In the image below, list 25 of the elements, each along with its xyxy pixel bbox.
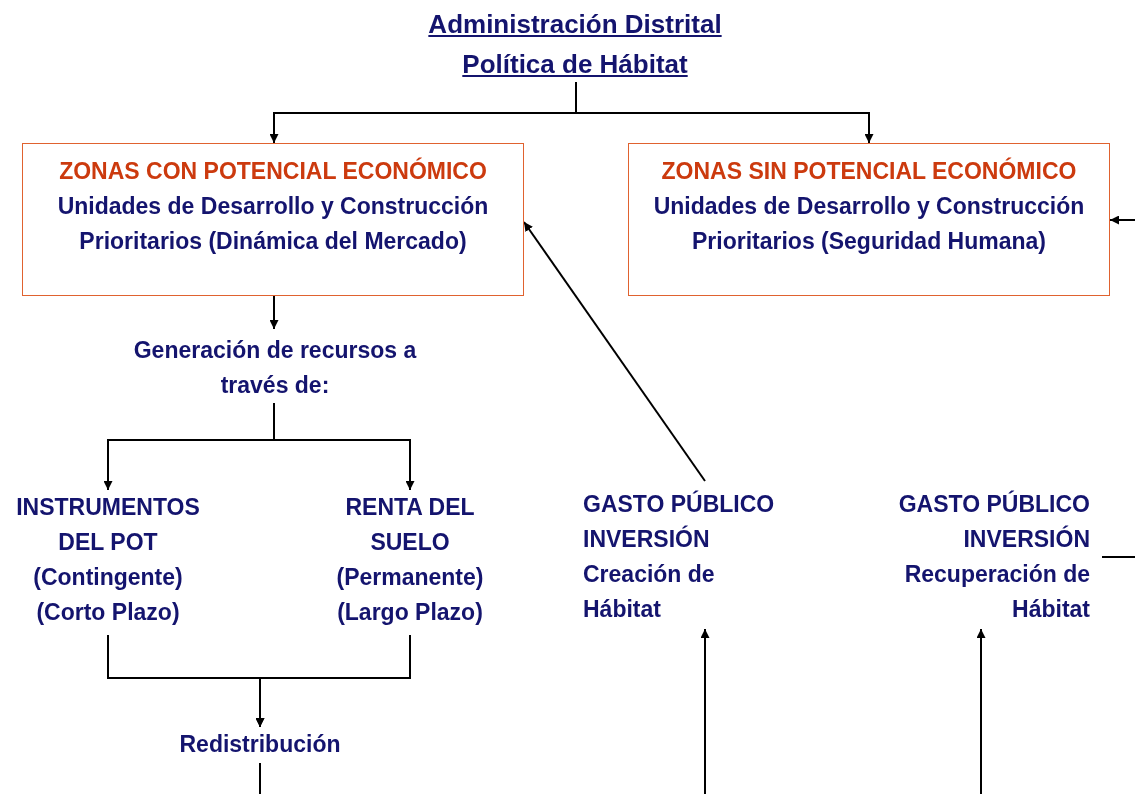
box-text: Unidades de Desarrollo y Construcción Prioritarios (Dinámica del Mercado)	[56, 192, 490, 256]
box-heading: ZONAS SIN POTENCIAL ECONÓMICO	[661, 156, 1077, 186]
process-box	[22, 143, 524, 296]
process-text: RENTA DEL SUELO	[344, 493, 476, 557]
process-text: (Contingente) (Corto Plazo)	[32, 563, 184, 627]
arrow	[269, 295, 279, 330]
arrow	[976, 628, 986, 794]
process-text: GASTO PÚBLICO INVERSIÓN	[583, 489, 776, 554]
arrow	[523, 221, 706, 482]
box-text: Unidades de Desarrollo y Construcción Prioritarios (Seguridad Humana)	[652, 192, 1086, 256]
box-heading: ZONAS CON POTENCIAL ECONÓMICO	[59, 156, 487, 186]
process-text: GASTO PÚBLICO INVERSIÓN	[897, 489, 1090, 554]
process-box	[628, 143, 1110, 296]
process-text: INSTRUMENTOS DEL POT	[15, 493, 201, 557]
arrow	[273, 402, 415, 491]
arrow	[700, 628, 710, 794]
arrow	[575, 81, 874, 144]
process-text: Redistribución	[179, 730, 341, 759]
process-text: Recuperación de Hábitat	[903, 560, 1090, 624]
arrow	[255, 634, 411, 728]
arrow	[1109, 215, 1135, 225]
title-text: Administración Distrital Política de Hábitat	[427, 8, 723, 81]
process-text: Creación de Hábitat	[583, 560, 716, 624]
process-text: Generación de recursos a través de:	[132, 336, 418, 400]
process-text: (Permanente) (Largo Plazo)	[335, 563, 485, 627]
